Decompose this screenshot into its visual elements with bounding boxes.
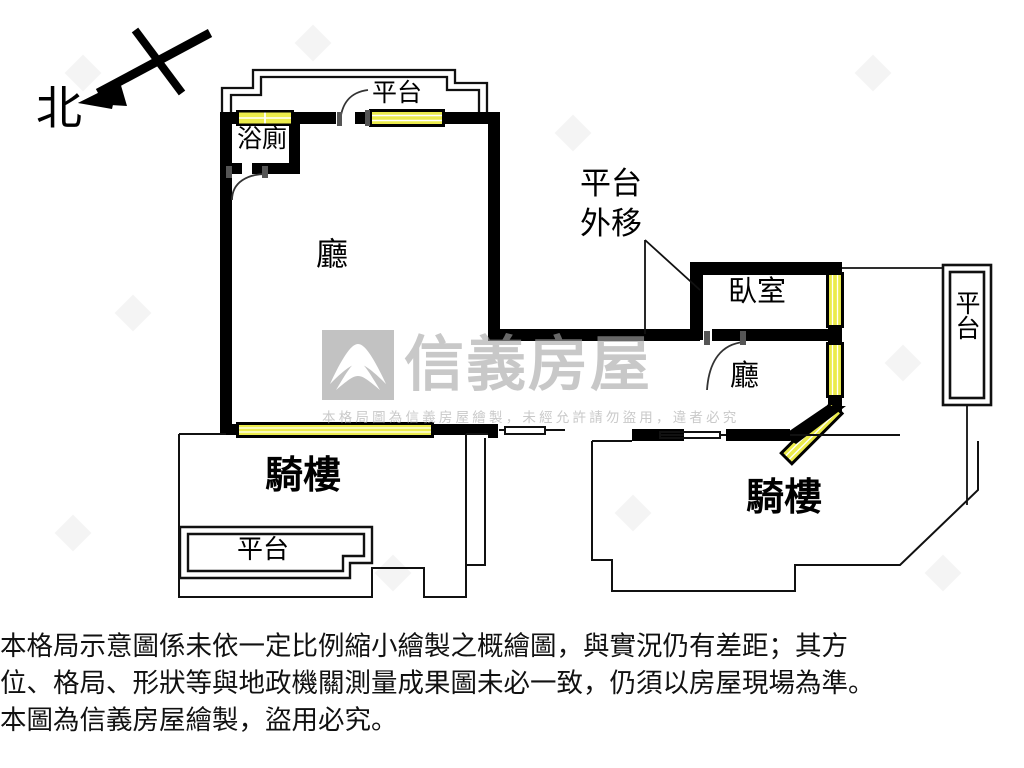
right-upper-window <box>826 272 844 328</box>
room-label-right-balcony: 平台 <box>952 290 981 340</box>
left-top-window <box>369 109 445 127</box>
middle-thin-lines <box>466 426 565 566</box>
left-lower-balcony-outline <box>178 525 374 580</box>
disclaimer-line-2: 位、格局、形狀等與地政機關測量成果圖未必一致，仍須以房屋現場為準。 <box>0 668 875 699</box>
left-bottom-window <box>236 422 434 438</box>
right-balcony-connectors <box>842 267 968 505</box>
annotation-balcony-relocate-line1: 平台 <box>580 166 642 202</box>
right-unit-doors <box>706 341 745 391</box>
room-label-right-hall: 廳 <box>730 358 760 392</box>
right-door-leaves <box>704 331 746 345</box>
area-label-left-arcade: 騎樓 <box>265 452 342 497</box>
middle-wall-segments <box>488 424 498 438</box>
area-label-left-lower-balcony: 平台 <box>237 535 290 565</box>
room-label-left-terrace: 平台 <box>372 78 423 107</box>
disclaimer-line-1: 本格局示意圖係未依一定比例縮小繪製之概繪圖，與實況仍有差距；其方 <box>0 631 848 662</box>
area-label-right-arcade: 騎樓 <box>746 474 823 519</box>
balcony-relocation-leader <box>644 239 701 334</box>
annotation-balcony-relocate-line2: 外移 <box>580 206 642 242</box>
right-lower-window <box>826 342 844 398</box>
left-terrace-outline <box>220 68 489 117</box>
north-arrow-icon <box>78 27 213 109</box>
bathroom-window <box>236 110 294 126</box>
room-label-left-hall: 廳 <box>316 235 349 273</box>
room-label-bedroom: 臥室 <box>728 274 787 308</box>
right-arcade-thin-opening <box>659 431 726 439</box>
north-label: 北 <box>36 81 82 135</box>
left-door-leaves <box>226 110 370 178</box>
left-unit-walls <box>220 112 700 435</box>
disclaimer-text: 本格局示意圖係未依一定比例縮小繪製之概繪圖，與實況仍有差距；其方 位、格局、形狀… <box>0 628 1024 739</box>
disclaimer-line-3: 本圖為信義房屋繪製，盜用必究。 <box>0 705 398 736</box>
room-label-bathroom: 浴廁 <box>235 124 290 153</box>
right-arcade-outline <box>591 434 979 592</box>
